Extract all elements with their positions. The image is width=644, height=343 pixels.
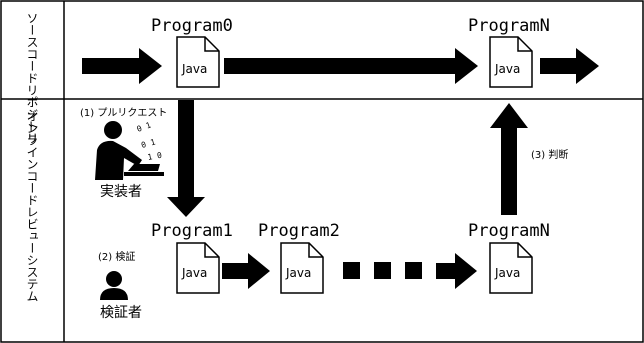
file-type-label: Java bbox=[494, 266, 520, 280]
svg-text:1 0: 1 0 bbox=[147, 151, 163, 162]
person-at-laptop-icon: 0 1 0 1 1 0 bbox=[95, 120, 164, 180]
step-verify-label: (2) 検証 bbox=[98, 250, 135, 263]
document-icon: Java bbox=[176, 242, 220, 294]
programN-top-title: ProgramN bbox=[468, 16, 550, 36]
lane-label-repository: ソースコードリポジトリ bbox=[25, 12, 39, 144]
lane-label-review-system: オンラインコードレビューシステム bbox=[25, 110, 39, 302]
ellipsis-square-1 bbox=[343, 262, 360, 279]
step-pull-request-label: (1) プルリクエスト bbox=[80, 107, 167, 119]
file-type-label: Java bbox=[181, 266, 207, 280]
programN-bottom-title: ProgramN bbox=[468, 221, 550, 241]
program0-title: Program0 bbox=[151, 16, 233, 36]
arrow-into-bottom-programN bbox=[436, 253, 477, 289]
step-judge-label: (3) 判断 bbox=[531, 148, 568, 161]
file-type-label: Java bbox=[181, 62, 207, 76]
svg-text:0 1: 0 1 bbox=[136, 120, 153, 133]
file-type-label: Java bbox=[285, 266, 311, 280]
program1-title: Program1 bbox=[151, 221, 233, 241]
arrow-judge-up bbox=[490, 103, 528, 215]
arrow-program0-to-programN bbox=[224, 48, 478, 84]
ellipsis-square-2 bbox=[374, 262, 391, 279]
program2-title: Program2 bbox=[258, 221, 340, 241]
svg-text:0 1: 0 1 bbox=[140, 137, 156, 149]
document-icon: Java bbox=[176, 36, 220, 88]
verifier-label: 検証者 bbox=[100, 305, 142, 321]
file-type-label: Java bbox=[494, 62, 520, 76]
implementer-label: 実装者 bbox=[100, 184, 142, 200]
arrow-out-of-programN bbox=[540, 48, 599, 84]
person-icon bbox=[100, 271, 128, 300]
document-icon: Java bbox=[280, 242, 324, 294]
arrow-into-program0 bbox=[82, 48, 162, 84]
document-icon: Java bbox=[489, 36, 533, 88]
arrow-pull-request-down bbox=[167, 100, 205, 217]
arrow-program1-to-program2 bbox=[222, 253, 270, 289]
document-icon: Java bbox=[489, 242, 533, 294]
ellipsis-square-3 bbox=[405, 262, 422, 279]
